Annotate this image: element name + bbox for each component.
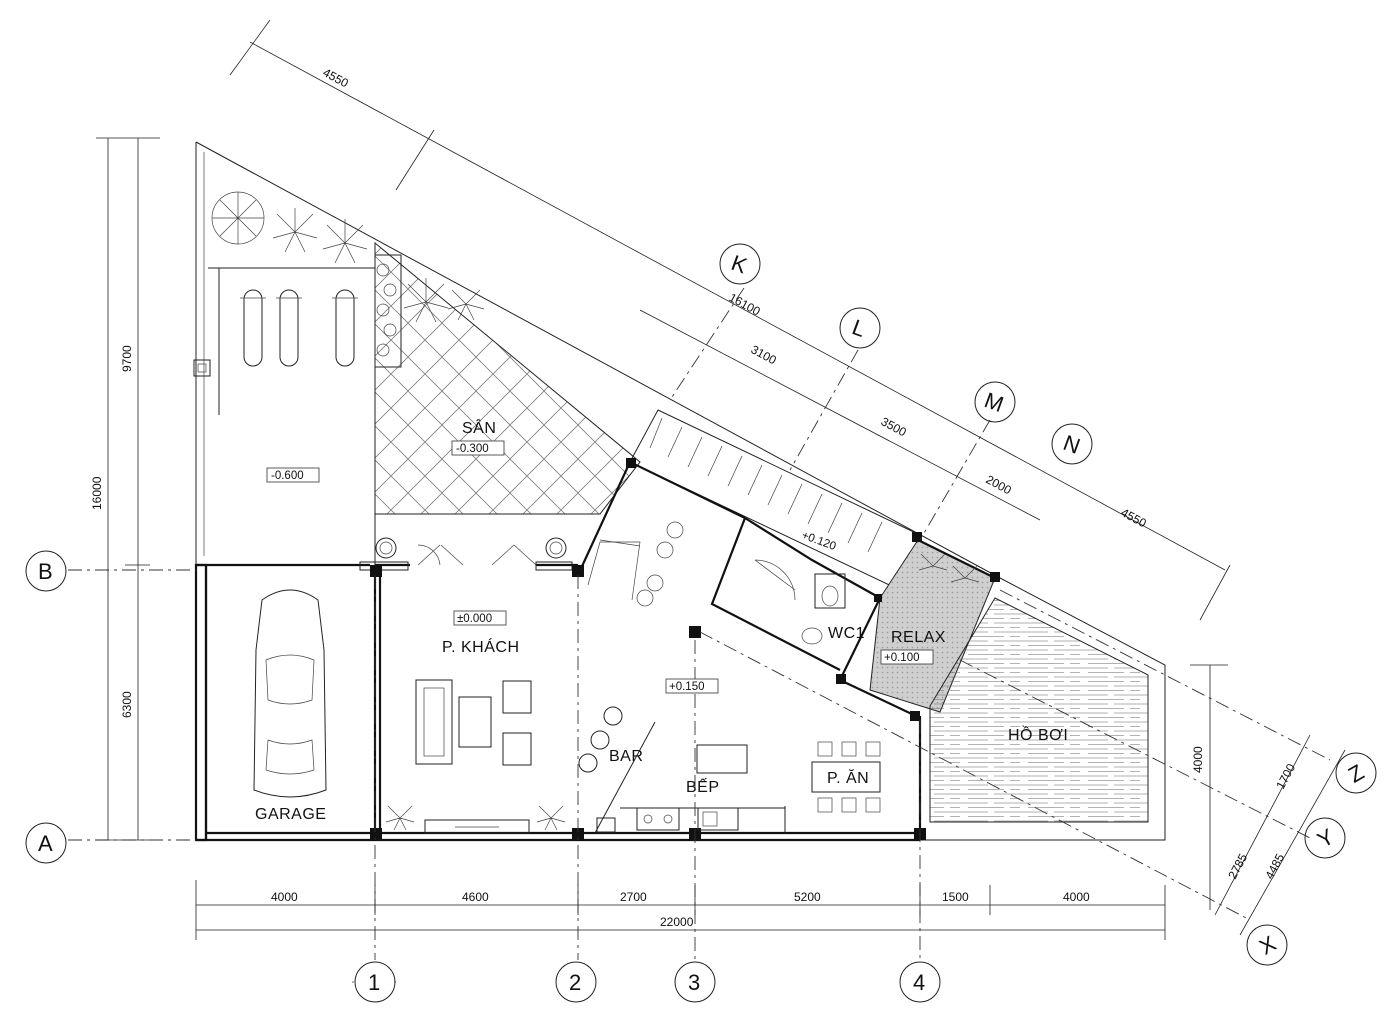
dim-right-1700: 1700 [1273, 761, 1298, 791]
grid-lines [68, 287, 1331, 960]
grid-bubble-M: M [974, 381, 1016, 423]
car-icon [253, 589, 327, 798]
room-label-p-khach: P. KHÁCH [442, 637, 520, 656]
grid-bubble-B: B [25, 550, 67, 592]
pillar-icon [545, 537, 567, 559]
plant-icon [385, 521, 980, 831]
planter-icon [374, 254, 402, 368]
dim-diag-top-4550: 4550 [321, 65, 351, 90]
grid-bubble-Y: Y [1304, 817, 1346, 859]
level-stair: +0.120 [800, 530, 837, 553]
room-label-bep: BẾP [686, 777, 720, 796]
room-label-bar: BAR [609, 748, 643, 765]
grid-bubble-1: 1 [352, 961, 398, 1003]
san-paving [374, 241, 641, 515]
dim-right-4000: 4000 [1191, 746, 1205, 773]
svg-text:K: K [728, 250, 751, 279]
tv-cabinet-icon [424, 819, 530, 834]
grid-bubble-4: 4 [899, 961, 941, 1003]
svg-text:M: M [981, 387, 1007, 417]
dim-left-9700: 9700 [120, 345, 134, 372]
svg-text:Y: Y [1313, 824, 1338, 853]
dim-diag-3100: 3100 [749, 342, 779, 367]
dim-bottom-5200: 5200 [794, 890, 821, 904]
svg-text:4: 4 [913, 970, 925, 995]
room-label-wc1: WC1 [828, 625, 865, 642]
svg-text:3: 3 [688, 970, 700, 995]
level-yard: -0.600 [271, 470, 304, 482]
dim-diag-3500: 3500 [879, 414, 909, 439]
room-labels: SÂN P. KHÁCH GARAGE BAR BẾP P. ĂN WC1 RE… [255, 418, 1068, 823]
bar-stool-icon [578, 706, 623, 773]
level-khach: ±0.000 [457, 613, 492, 625]
palm-plant-icon [272, 208, 485, 323]
grid-bubble-A: A [25, 822, 67, 864]
svg-text:L: L [849, 314, 869, 342]
room-label-p-an: P. ĂN [827, 768, 869, 787]
dimension-lines [96, 19, 1346, 940]
level-relax: +0.100 [884, 652, 920, 664]
dim-left-total: 16000 [90, 476, 104, 510]
kitchen-island-icon [620, 744, 785, 831]
dim-bottom-2700: 2700 [620, 890, 647, 904]
dim-diag-16100: 16100 [727, 290, 763, 318]
sofa-icon [415, 679, 532, 766]
door-icon [359, 544, 796, 601]
svg-text:A: A [38, 831, 53, 856]
room-label-ho-boi: HỒ BƠI [1008, 725, 1068, 744]
grid-bubble-N: N [1051, 423, 1093, 465]
pillar-icon [375, 537, 397, 559]
grid-bubble-2: 2 [555, 961, 597, 1003]
grid-bubble-Z: Z [1335, 752, 1377, 794]
svg-text:B: B [38, 559, 53, 584]
dining-table-icon [811, 741, 881, 813]
dim-bottom-4600: 4600 [462, 890, 489, 904]
plant-icon [211, 191, 265, 245]
dim-diag-2000: 2000 [984, 472, 1014, 497]
dim-bottom-total: 22000 [660, 915, 694, 929]
svg-text:2: 2 [569, 970, 581, 995]
dim-bottom-4000-b: 4000 [1063, 890, 1090, 904]
grid-bubble-3: 3 [674, 961, 716, 1003]
columns [370, 458, 1000, 840]
grid-bubble-L: L [839, 307, 881, 349]
room-label-garage: GARAGE [255, 806, 326, 823]
svg-text:N: N [1060, 430, 1083, 459]
motorbike-icon [240, 289, 358, 367]
svg-text:1: 1 [368, 970, 380, 995]
level-san: -0.300 [456, 443, 489, 455]
dim-bottom-1500: 1500 [942, 890, 969, 904]
dim-bottom-4000-a: 4000 [271, 890, 298, 904]
grid-bubble-X: X [1246, 924, 1288, 966]
room-label-san: SÂN [462, 418, 496, 437]
grid-bubble-K: K [719, 243, 761, 285]
stairs [587, 409, 921, 601]
level-bep: +0.150 [669, 681, 705, 693]
grid-bubbles: 1 2 3 4 A B K L [25, 243, 1377, 1003]
room-label-relax: RELAX [891, 629, 946, 646]
dim-right-4485: 4485 [1262, 851, 1287, 881]
toilet-icon [801, 573, 846, 645]
level-marks: -0.300 -0.600 ±0.000 +0.150 +0.120 +0.10… [271, 443, 920, 693]
svg-text:Z: Z [1344, 759, 1368, 787]
pool-area [929, 597, 1149, 823]
svg-text:X: X [1255, 931, 1280, 960]
dim-left-6300: 6300 [120, 691, 134, 718]
yard-area [193, 191, 641, 565]
